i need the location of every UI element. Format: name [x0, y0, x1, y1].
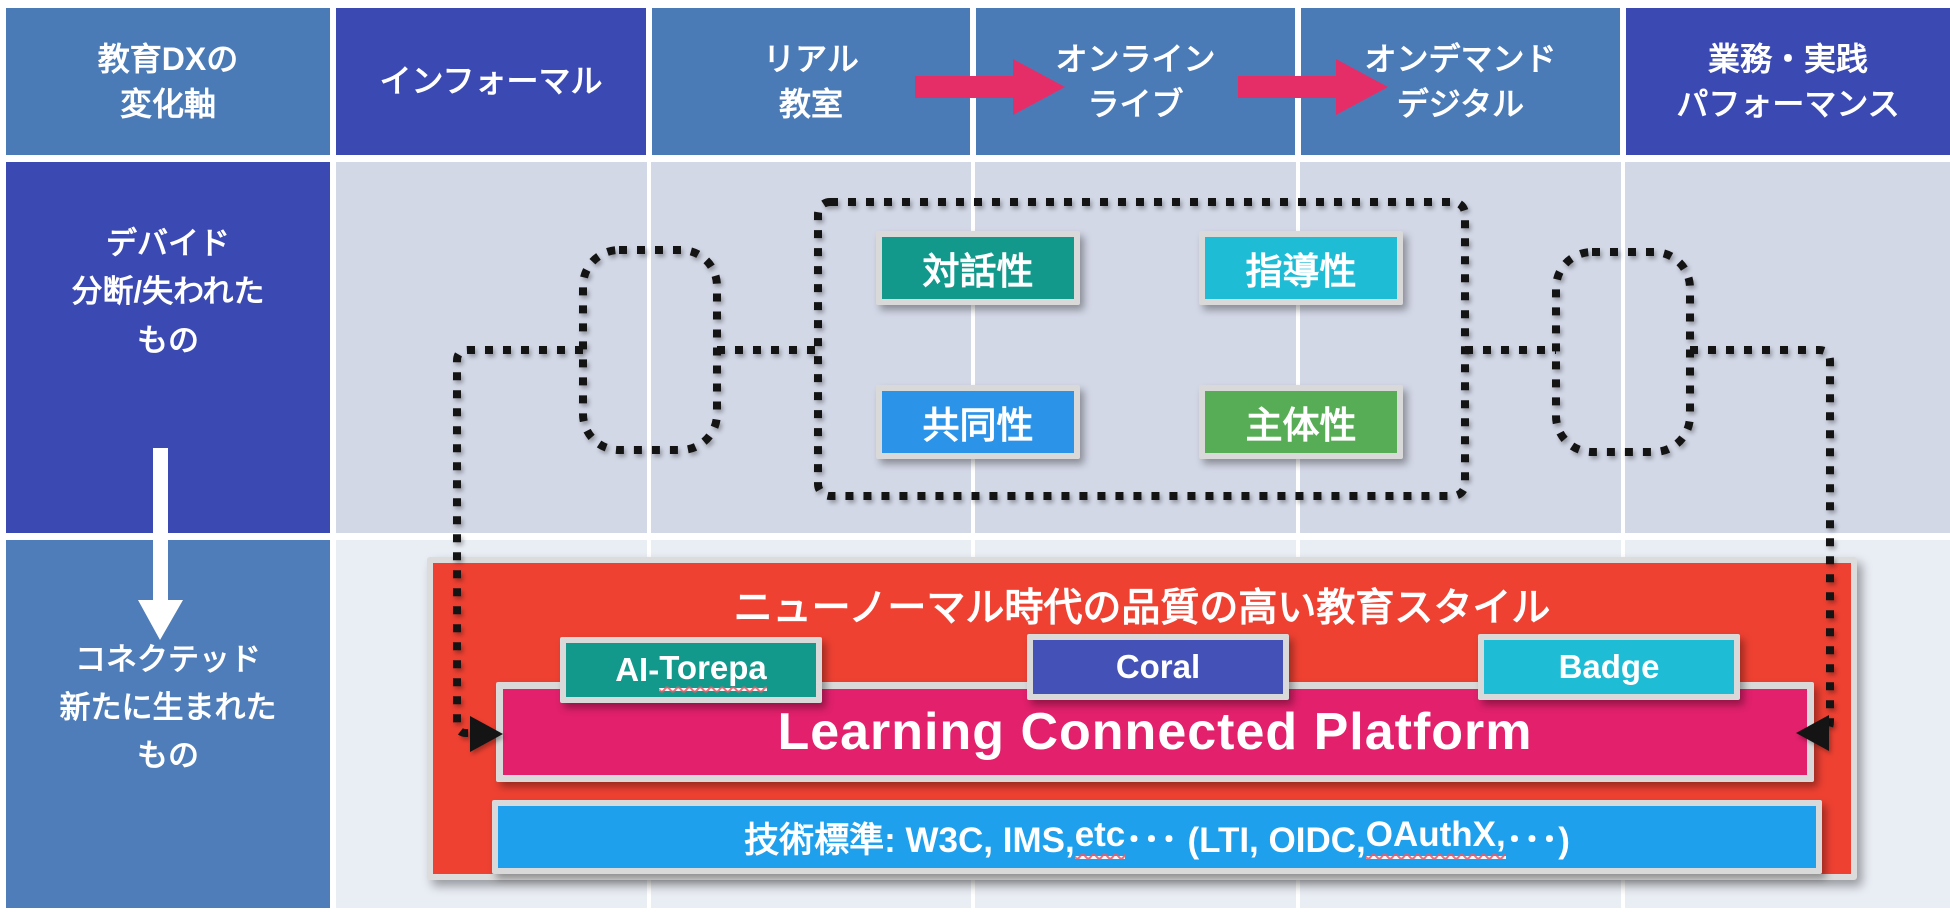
quality-collaboration-label: 共同性: [922, 405, 1034, 446]
column-divider-line: [1296, 162, 1300, 908]
column-divider-line: [1621, 162, 1625, 908]
transition-capsule-right: [1552, 248, 1694, 456]
newnormal-panel-title: ニューノーマル時代の品質の高い教育スタイル: [733, 587, 1551, 630]
standards-bar: 技術標準: W3C, IMS, etc ･･･ (LTI, OIDC, OAut…: [492, 800, 1822, 874]
stage-arrow-1-icon: [915, 59, 1065, 115]
column-divider-line: [647, 162, 651, 908]
header-cell-performance: 業務・実践 パフォーマンス: [1626, 8, 1950, 155]
product-box-badge: Badge: [1478, 634, 1740, 700]
left-arrowhead-icon: [470, 716, 503, 752]
right-arrowhead-icon: [1796, 715, 1829, 751]
axis-divide-label: デバイド 分断/失われた もの: [71, 226, 265, 358]
platform-banner-label: Learning Connected Platform: [777, 703, 1533, 761]
standards-text-part: 技術標準: W3C, IMS,: [744, 820, 1075, 860]
header-performance-label: 業務・実践 パフォーマンス: [1676, 40, 1900, 122]
header-online-live-label: オンライン ライブ: [1055, 40, 1216, 122]
product-box-coral: Coral: [1027, 634, 1289, 700]
transition-capsule-left: [579, 246, 721, 454]
quality-box-dialogue: 対話性: [876, 231, 1080, 305]
quality-box-autonomy: 主体性: [1199, 385, 1403, 459]
coral-label: Coral: [1115, 648, 1201, 685]
quality-box-collaboration: 共同性: [876, 385, 1080, 459]
header-axis-label: 教育DXの 変化軸: [97, 40, 239, 122]
standards-text-part: ･･･ (LTI, OIDC,: [1125, 820, 1366, 860]
quality-autonomy-label: 主体性: [1245, 405, 1357, 446]
lost-qualities-group-rect: [814, 198, 1469, 500]
header-informal-label: インフォーマル: [379, 63, 603, 100]
connector-right-drop-path: [1690, 346, 1834, 736]
standards-bar-text: 技術標準: W3C, IMS, etc ･･･ (LTI, OIDC, OAut…: [498, 806, 1816, 868]
header-ondemand-digital-label: オンデマンド デジタル: [1364, 40, 1557, 122]
stage-arrow-2-icon: [1238, 59, 1388, 115]
ai-torepa-prefix: AI-: [615, 651, 660, 688]
column-divider-line: [971, 162, 975, 908]
standards-text-etc: etc: [1074, 815, 1126, 859]
ai-torepa-name: Torepa: [659, 649, 767, 691]
connector-left-drop-path: [453, 346, 583, 737]
divide-to-connected-arrow-icon: [138, 448, 183, 640]
body-upper-band: [336, 162, 1950, 533]
badge-label: Badge: [1558, 648, 1660, 685]
product-box-ai-torepa: AI-Torepa: [560, 637, 822, 703]
quality-guidance-label: 指導性: [1245, 251, 1357, 292]
header-real-classroom-label: リアル 教室: [763, 40, 859, 122]
standards-text-part: ･･･): [1505, 820, 1570, 860]
quality-box-guidance: 指導性: [1199, 231, 1403, 305]
header-cell-axis: 教育DXの 変化軸: [6, 8, 330, 155]
standards-text-oauthx: OAuthX,: [1365, 815, 1506, 859]
axis-connected-label: コネクテッド 新たに生まれた もの: [59, 642, 277, 774]
quality-dialogue-label: 対話性: [922, 251, 1034, 292]
header-cell-informal: インフォーマル: [336, 8, 646, 155]
